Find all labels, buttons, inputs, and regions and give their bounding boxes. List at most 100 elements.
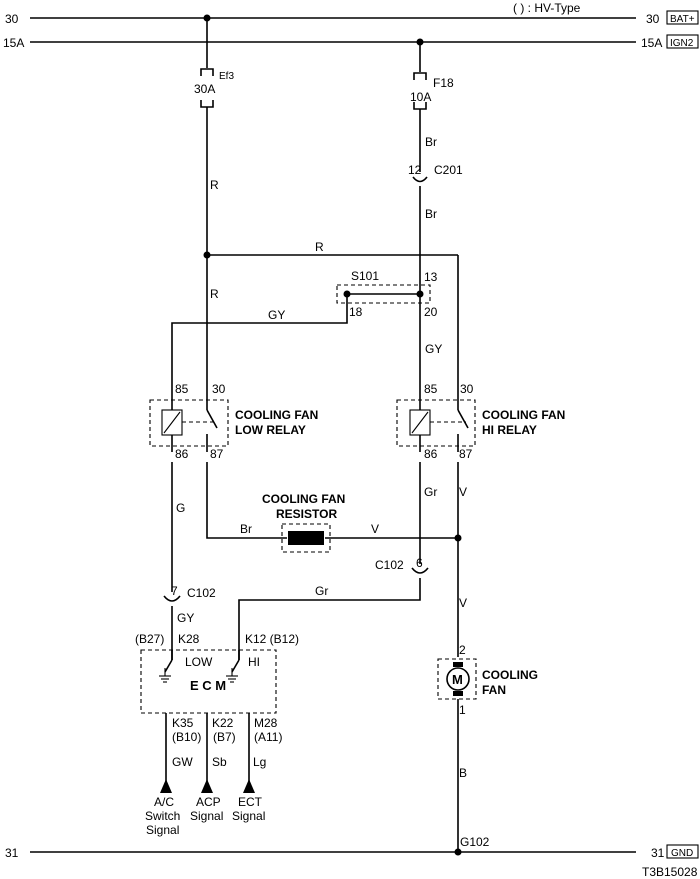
fuse-f18-name: F18 bbox=[433, 76, 454, 90]
connector-c102-right-pin: 6 bbox=[416, 556, 423, 570]
low-relay-switch bbox=[206, 409, 218, 429]
hi-relay-label-1: COOLING FAN bbox=[482, 408, 565, 422]
hi-relay-pin-86: 86 bbox=[424, 447, 438, 461]
signal-ac-1: A/C bbox=[154, 795, 174, 809]
ecm-pin-m28: M28 bbox=[254, 716, 278, 730]
wire-label-r: R bbox=[315, 240, 324, 254]
hi-relay-coil-slash bbox=[411, 411, 429, 434]
wire-label-v: V bbox=[459, 485, 467, 499]
wire-label-b: B bbox=[459, 766, 467, 780]
hi-relay-pin-30: 30 bbox=[460, 382, 474, 396]
ecm-k28: K28 bbox=[178, 632, 200, 646]
ecm-pin-k22: K22 bbox=[212, 716, 234, 730]
wire-label-gy: GY bbox=[177, 611, 194, 625]
low-relay-pin-86: 86 bbox=[175, 447, 189, 461]
wire-label-gy: GY bbox=[268, 308, 285, 322]
wire-label-v: V bbox=[459, 596, 467, 610]
wire-label-r: R bbox=[210, 178, 219, 192]
signal-arrow-icon bbox=[243, 779, 255, 793]
fan-label-1: COOLING bbox=[482, 668, 538, 682]
fuse-ef3-rating: 30A bbox=[194, 82, 215, 96]
rail-31-right-label: 31 bbox=[651, 846, 665, 860]
ground-g102-label: G102 bbox=[460, 835, 490, 849]
signal-acp-2: Signal bbox=[190, 809, 223, 823]
signal-arrow-icon bbox=[201, 779, 213, 793]
wire-label-lg: Lg bbox=[253, 755, 266, 769]
fuse-f18-rating: 10A bbox=[410, 90, 431, 104]
fan-label-2: FAN bbox=[482, 683, 506, 697]
splice-s101-pin-13: 13 bbox=[424, 270, 438, 284]
signal-ac-3: Signal bbox=[146, 823, 179, 837]
ecm-hi-switch bbox=[231, 659, 240, 673]
resistor-body bbox=[288, 531, 324, 545]
wire-label-gr: Gr bbox=[315, 584, 328, 598]
ecm-pin-k35: K35 bbox=[172, 716, 194, 730]
ecm-k12: K12 (B12) bbox=[245, 632, 299, 646]
splice-s101-pin-18: 18 bbox=[349, 305, 363, 319]
rail-15a-left-label: 15A bbox=[3, 36, 24, 50]
gnd-tag: GND bbox=[671, 848, 693, 859]
fuse-f18-top bbox=[413, 72, 427, 80]
ecm-box bbox=[140, 649, 277, 714]
figure-id: T3B15028 bbox=[642, 865, 698, 879]
wire-br-resistor bbox=[206, 462, 287, 539]
ign-tag-box bbox=[666, 34, 699, 49]
fan-brush-top bbox=[453, 662, 463, 667]
bat-tag-box bbox=[666, 10, 699, 25]
bat-tag: BAT+ bbox=[670, 14, 695, 25]
wire-label-gw: GW bbox=[172, 755, 193, 769]
ecm-low-label: LOW bbox=[185, 655, 213, 669]
junction-dot bbox=[454, 848, 462, 856]
junction-dot bbox=[416, 290, 424, 298]
connector-c201-name: C201 bbox=[434, 163, 463, 177]
hi-relay-pin-87: 87 bbox=[459, 447, 473, 461]
connector-c102-right-arc bbox=[411, 567, 429, 574]
wire-gr-ecm bbox=[238, 578, 421, 660]
splice-s101-box bbox=[336, 284, 431, 304]
ecm-pin-b10: (B10) bbox=[172, 730, 201, 744]
rail-15a-right-label: 15A bbox=[641, 36, 662, 50]
connector-c201-arc bbox=[412, 176, 428, 183]
wire-label-sb: Sb bbox=[212, 755, 227, 769]
hi-relay-box bbox=[396, 399, 476, 447]
signal-arrow-icon bbox=[160, 779, 172, 793]
fan-motor-icon bbox=[446, 667, 470, 691]
signal-acp-1: ACP bbox=[196, 795, 221, 809]
fan-pin-2: 2 bbox=[459, 643, 466, 657]
hi-relay-label-2: HI RELAY bbox=[482, 423, 537, 437]
hi-relay-pin-85: 85 bbox=[424, 382, 438, 396]
rail-30-right-label: 30 bbox=[646, 12, 660, 26]
wire-label-g: G bbox=[176, 501, 185, 515]
wire-gy bbox=[171, 294, 348, 394]
low-relay-label-2: LOW RELAY bbox=[235, 423, 306, 437]
fuse-ef3-bottom bbox=[200, 100, 214, 108]
signal-ect-2: Signal bbox=[232, 809, 265, 823]
rail-31-left-label: 31 bbox=[5, 846, 19, 860]
signal-ect-1: ECT bbox=[238, 795, 263, 809]
low-relay-pin-87: 87 bbox=[210, 447, 224, 461]
ecm-pin-a11: (A11) bbox=[254, 730, 282, 744]
low-relay-label-1: COOLING FAN bbox=[235, 408, 318, 422]
connector-c102-right-name: C102 bbox=[375, 558, 404, 572]
fan-brush-bottom bbox=[453, 691, 463, 696]
ecm-b27: (B27) bbox=[135, 632, 164, 646]
connector-c102-left-pin: 7 bbox=[171, 584, 178, 598]
connector-c102-left-name: C102 bbox=[187, 586, 216, 600]
signal-ac-2: Switch bbox=[145, 809, 180, 823]
connector-c102-left-arc bbox=[163, 595, 181, 602]
resistor-label-2: RESISTOR bbox=[276, 507, 337, 521]
splice-s101-pin-20: 20 bbox=[424, 305, 438, 319]
wire-label-r: R bbox=[210, 287, 219, 301]
fuse-ef3-top bbox=[200, 68, 214, 76]
resistor-box bbox=[281, 523, 331, 553]
ecm-hi-label: HI bbox=[248, 655, 260, 669]
wire-label-gr: Gr bbox=[424, 485, 437, 499]
wire-label-gy: GY bbox=[425, 342, 442, 356]
low-relay-coil-slash bbox=[163, 411, 181, 434]
fan-motor-symbol: M bbox=[452, 672, 463, 687]
splice-s101-name: S101 bbox=[351, 269, 379, 283]
wire-label-br: Br bbox=[425, 207, 437, 221]
wire-label-br: Br bbox=[425, 135, 437, 149]
